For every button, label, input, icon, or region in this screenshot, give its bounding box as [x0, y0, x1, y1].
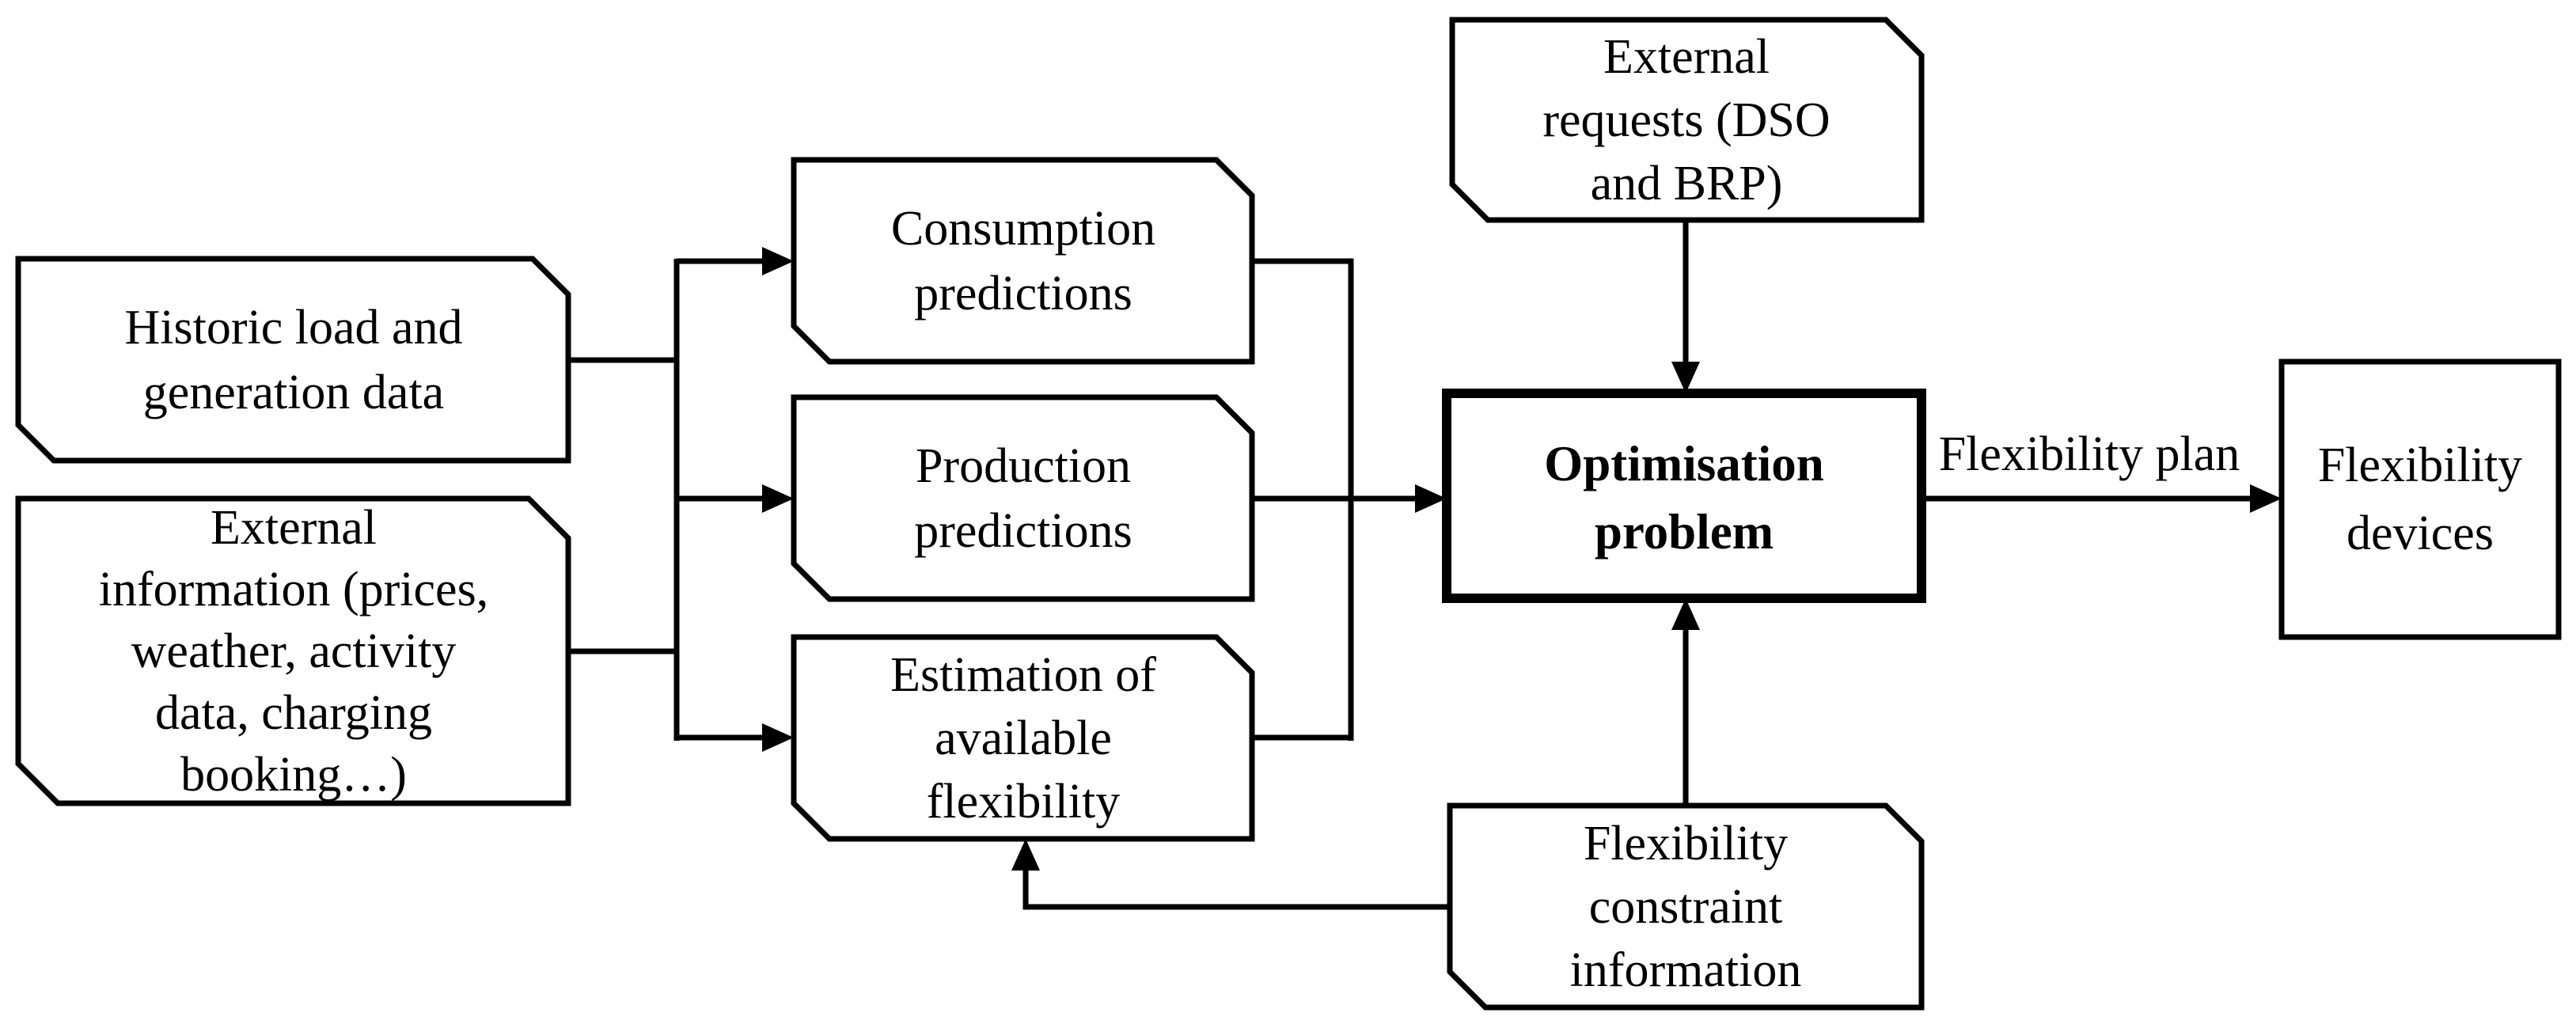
- estimation-box-label-line-1: Estimation of: [890, 648, 1156, 702]
- optimisation-box-label-line-1: Optimisation: [1544, 436, 1824, 491]
- edge-constraint-to-estimation: [1022, 869, 1450, 910]
- arrowhead-into-consumption: [762, 247, 794, 275]
- external-requests-box-shape: [1449, 17, 1925, 223]
- devices-box-shape: [2278, 358, 2562, 640]
- external-info-box-label-line-4: data, charging: [155, 686, 432, 740]
- optimisation-box: Optimisation problem: [1442, 389, 1926, 603]
- constraint-box-label-line-1: Flexibility: [1584, 817, 1788, 871]
- external-requests-box-label-line-2: requests (DSO: [1542, 93, 1830, 147]
- external-info-box-shape: [15, 495, 571, 806]
- external-info-box-label-line-1: External: [211, 501, 377, 555]
- external-info-box-label-line-3: weather, activity: [131, 624, 457, 678]
- external-info-box-label-line-5: booking…): [180, 748, 407, 802]
- arrowhead-into-optimisation-left: [1415, 484, 1447, 513]
- devices-box: Flexibility devices: [2278, 358, 2562, 640]
- arrowhead-into-estimation-bottom: [1011, 839, 1040, 871]
- external-info-box: External information (prices, weather, a…: [15, 495, 571, 806]
- historic-box: Historic load and generation data: [15, 256, 571, 464]
- edges: Flexibility plan: [568, 220, 2282, 910]
- production-box-shape: [791, 394, 1255, 602]
- estimation-box-shape: [791, 634, 1255, 842]
- production-box: Production predictions: [791, 394, 1255, 602]
- arrowhead-into-optimisation-bottom: [1671, 598, 1700, 630]
- optimisation-box-shape: [1442, 389, 1926, 603]
- optimisation-box-label-line-2: problem: [1595, 504, 1774, 560]
- external-requests-box-label-line-1: External: [1603, 30, 1770, 84]
- arrowhead-into-estimation: [762, 723, 794, 752]
- consumption-box-label-line-1: Consumption: [891, 202, 1155, 256]
- constraint-box-shape: [1447, 802, 1925, 1011]
- estimation-box-label-line-2: available: [935, 711, 1112, 765]
- historic-box-shape: [15, 256, 571, 464]
- devices-box-label-line-1: Flexibility: [2318, 438, 2522, 492]
- consumption-box-label-line-2: predictions: [914, 267, 1132, 321]
- constraint-box-label-line-3: information: [1570, 943, 1802, 997]
- external-info-box-label-line-2: information (prices,: [99, 563, 488, 616]
- estimation-box-label-line-3: flexibility: [927, 775, 1121, 829]
- arrowhead-into-devices: [2250, 484, 2282, 513]
- consumption-box-shape: [791, 157, 1255, 365]
- production-box-label-line-1: Production: [916, 439, 1131, 493]
- consumption-box: Consumption predictions: [791, 157, 1255, 365]
- historic-box-label-line-1: Historic load and: [124, 301, 462, 355]
- constraint-box-label-line-2: constraint: [1589, 880, 1783, 934]
- arrowhead-into-optimisation-top: [1671, 362, 1700, 393]
- estimation-box: Estimation of available flexibility: [791, 634, 1255, 842]
- external-requests-box: External requests (DSO and BRP): [1449, 17, 1925, 223]
- production-box-label-line-2: predictions: [914, 504, 1132, 558]
- arrowhead-into-production: [762, 484, 794, 513]
- external-requests-box-label-line-3: and BRP): [1591, 157, 1783, 211]
- historic-box-label-line-2: generation data: [143, 366, 444, 419]
- devices-box-label-line-2: devices: [2346, 506, 2494, 560]
- flexibility-plan-edge-label: Flexibility plan: [1939, 427, 2240, 481]
- constraint-box: Flexibility constraint information: [1447, 802, 1925, 1011]
